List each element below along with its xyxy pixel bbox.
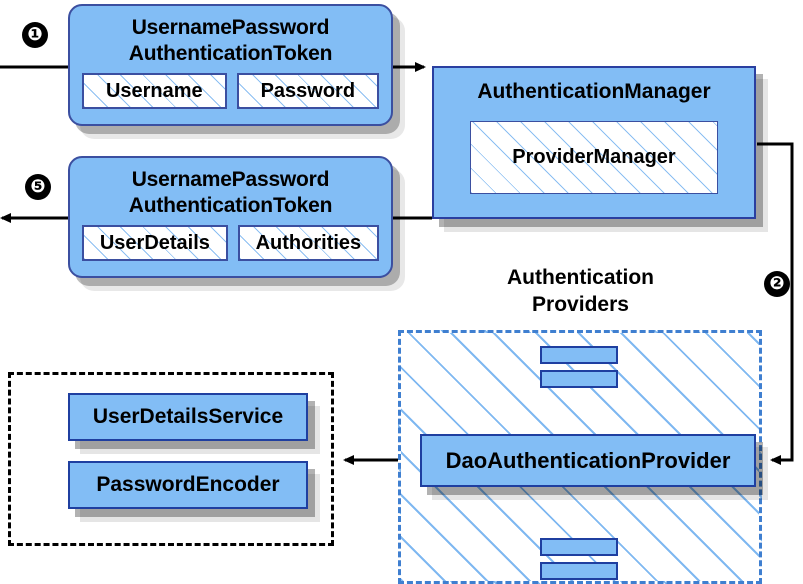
request-token-fields: Username Password: [70, 67, 391, 109]
other-provider-bar-bottom-1: [540, 538, 618, 556]
authentication-manager-card: AuthenticationManager ProviderManager: [432, 66, 756, 219]
providers-label-line2: Providers: [532, 293, 629, 316]
request-token-title-line1: UsernamePassword: [131, 16, 330, 39]
field-username: Username: [82, 73, 227, 109]
request-authentication-token-card: UsernamePassword AuthenticationToken Use…: [68, 4, 393, 126]
other-provider-bar-top-2: [540, 370, 618, 388]
providers-label-line1: Authentication: [507, 266, 654, 289]
field-userdetails: UserDetails: [82, 225, 228, 261]
step-badge-1: ❶: [22, 22, 48, 48]
provider-manager-box: ProviderManager: [470, 121, 718, 194]
other-provider-bar-top-1: [540, 346, 618, 364]
step-badge-5: ❺: [25, 174, 51, 200]
user-details-service-box: UserDetailsService: [68, 393, 308, 441]
field-authorities: Authorities: [237, 225, 379, 261]
other-provider-bar-bottom-2: [540, 562, 618, 580]
request-token-title-line2: AuthenticationToken: [128, 42, 333, 65]
response-authentication-token-card: UsernamePassword AuthenticationToken Use…: [68, 156, 393, 278]
authentication-providers-label: Authentication Providers: [468, 264, 693, 318]
step-badge-2: ❷: [764, 271, 790, 297]
response-token-title: UsernamePassword AuthenticationToken: [70, 158, 391, 219]
authentication-manager-title: AuthenticationManager: [477, 80, 711, 103]
request-token-title: UsernamePassword AuthenticationToken: [70, 6, 391, 67]
dao-authentication-provider-box: DaoAuthenticationProvider: [420, 434, 756, 487]
connector-manager-to-provider: [757, 142, 794, 465]
response-token-title-line1: UsernamePassword: [131, 168, 330, 191]
response-token-title-line2: AuthenticationToken: [128, 194, 333, 217]
field-password: Password: [236, 73, 380, 109]
response-token-fields: UserDetails Authorities: [70, 219, 391, 261]
password-encoder-box: PasswordEncoder: [68, 461, 308, 509]
